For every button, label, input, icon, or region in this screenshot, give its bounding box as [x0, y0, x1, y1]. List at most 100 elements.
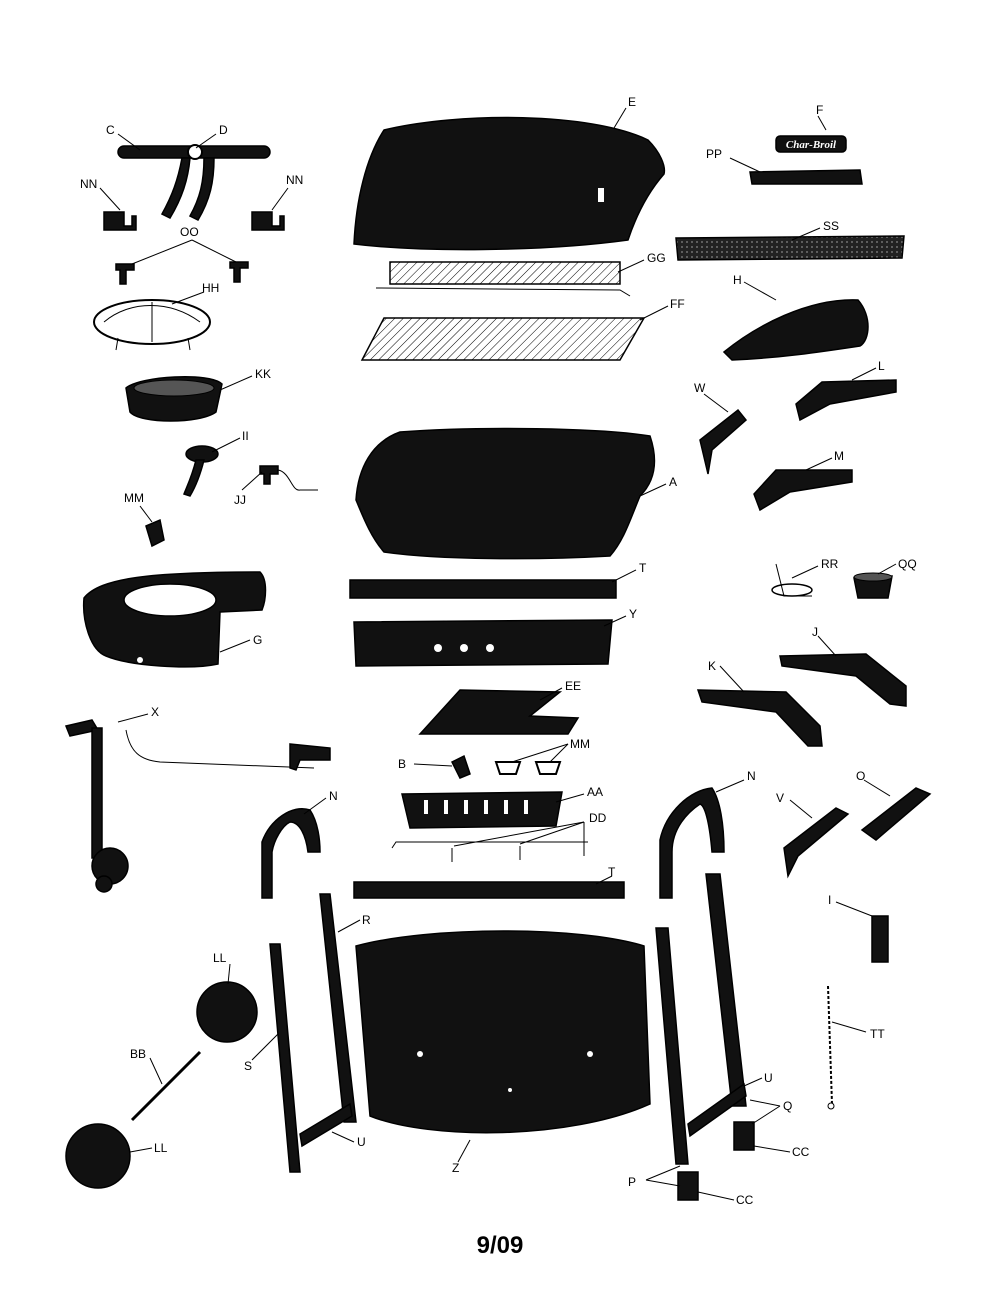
page-date: 9/09 [476, 1232, 524, 1259]
part-qq-grease-cup [853, 572, 893, 599]
label-gg: GG [647, 251, 666, 265]
part-rr-hook [771, 563, 813, 597]
part-q-spacers [733, 1121, 755, 1151]
part-s-upright [269, 943, 353, 1173]
part-hh-burner-ring [93, 299, 211, 351]
label-hh: HH [202, 281, 219, 295]
label-t-lower: T [608, 865, 616, 879]
label-k: K [708, 659, 716, 673]
label-i: I [828, 893, 831, 907]
label-dd: DD [589, 811, 607, 825]
part-k-bracket [696, 689, 823, 747]
label-mm-left: MM [124, 491, 144, 505]
part-ss-heat-tent [675, 235, 905, 261]
label-ll-upper: LL [213, 951, 227, 965]
label-oo: OO [180, 225, 199, 239]
label-d: D [219, 123, 228, 137]
part-ff-cooking-grate [360, 317, 646, 361]
label-ll-lower: LL [154, 1141, 168, 1155]
part-ee-heat-shield [418, 689, 580, 735]
label-e: E [628, 95, 636, 109]
part-y-control-panel [353, 619, 613, 667]
label-b: B [398, 757, 406, 771]
label-m: M [834, 449, 844, 463]
part-burner-tube [117, 144, 271, 221]
label-v: V [776, 791, 784, 805]
label-mm-right: MM [570, 737, 590, 751]
part-pp-handle [749, 169, 863, 185]
label-q: Q [783, 1099, 792, 1113]
part-p-caster-base [677, 1171, 699, 1201]
part-ii-side-burner [183, 445, 219, 497]
part-b-knob [450, 754, 471, 779]
label-y: Y [629, 607, 637, 621]
part-gg-warming-rack [375, 261, 631, 297]
part-g-side-shelf [82, 571, 267, 668]
part-i-clip [871, 915, 889, 963]
part-ll-wheel-upper [196, 981, 258, 1043]
part-aa-manifold [401, 791, 563, 829]
part-r-upright [319, 893, 357, 1123]
label-o: O [856, 769, 865, 783]
part-mm-clip-left [145, 518, 165, 548]
label-aa: AA [587, 785, 603, 799]
label-ff: FF [670, 297, 685, 311]
part-n-leg-right [655, 787, 747, 1165]
part-j-bracket [779, 653, 907, 707]
part-nn-bracket-left [103, 211, 137, 231]
part-f-logo: Char-Broil [775, 135, 847, 153]
label-l: L [878, 359, 885, 373]
label-f: F [816, 103, 823, 117]
label-s: S [244, 1059, 252, 1073]
part-z-door [355, 930, 651, 1134]
label-pp: PP [706, 147, 722, 161]
label-n-left: N [329, 789, 338, 803]
part-jj-igniter [259, 465, 318, 491]
label-ee: EE [565, 679, 581, 693]
part-dd-screws [391, 841, 588, 862]
part-nn-bracket-right [251, 211, 285, 231]
label-g: G [253, 633, 262, 647]
part-tt-pin [827, 985, 835, 1110]
label-nn-right: NN [286, 173, 303, 187]
label-nn-left: NN [80, 177, 97, 191]
label-r: R [362, 913, 371, 927]
part-v-bracket [783, 807, 850, 879]
part-bb-axle [130, 1050, 202, 1122]
label-qq: QQ [898, 557, 917, 571]
label-u-left: U [357, 1135, 366, 1149]
part-x-hose-regulator [64, 719, 331, 893]
label-ii: II [242, 429, 249, 443]
part-o-bracket [860, 787, 932, 841]
part-oo-clips [115, 261, 249, 285]
label-n-right: N [747, 769, 756, 783]
label-jj: JJ [234, 493, 246, 507]
part-t-rail-upper [349, 579, 617, 599]
label-kk: KK [255, 367, 271, 381]
label-z: Z [452, 1161, 459, 1175]
part-e-lid [353, 116, 666, 251]
part-kk-pan [125, 376, 223, 422]
part-a-firebox [355, 427, 656, 560]
label-t-upper: T [639, 561, 647, 575]
label-j: J [812, 625, 818, 639]
part-l-bracket [795, 379, 897, 422]
label-rr: RR [821, 557, 839, 571]
label-u-right: U [764, 1071, 773, 1085]
label-cc-upper: CC [792, 1145, 810, 1159]
label-a: A [669, 475, 677, 489]
label-cc-lower: CC [736, 1193, 754, 1207]
label-c: C [106, 123, 115, 137]
part-mm-bezels [494, 761, 562, 775]
label-x: X [151, 705, 159, 719]
part-n-leg-left [261, 808, 321, 899]
part-t-rail-lower [353, 881, 625, 899]
label-w: W [694, 381, 706, 395]
label-ss: SS [823, 219, 839, 233]
label-tt: TT [870, 1027, 885, 1041]
label-p: P [628, 1175, 636, 1189]
logo-text: Char-Broil [786, 139, 837, 151]
part-w-bracket [699, 408, 748, 475]
label-bb: BB [130, 1047, 146, 1061]
